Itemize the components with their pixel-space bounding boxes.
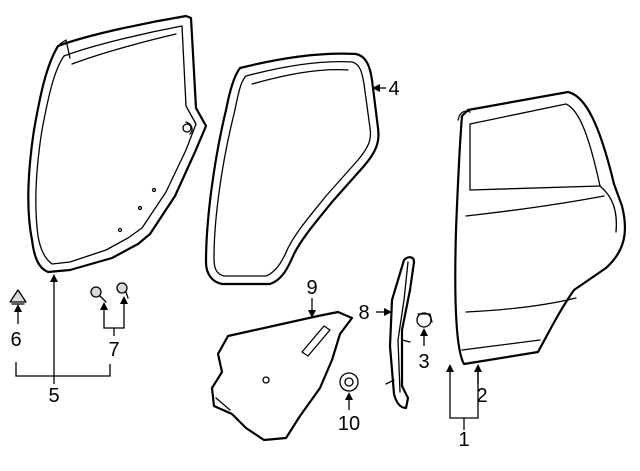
- part-4-door-weatherstrip: [204, 52, 380, 286]
- callout-8: 8: [358, 302, 369, 324]
- part-7-fasteners: [90, 282, 129, 303]
- part-8-guide: [385, 256, 416, 410]
- part-6-clip: [9, 289, 27, 305]
- part-1-door-assembly: [454, 90, 627, 366]
- leader-lines: [14, 84, 482, 430]
- part-9-panel: [210, 310, 354, 442]
- callout-2: 2: [476, 385, 487, 407]
- callout-4: 4: [388, 78, 399, 100]
- callout-3: 3: [418, 351, 429, 373]
- part-3-plug: [416, 312, 433, 328]
- part-10-grommet: [339, 372, 359, 392]
- callout-1: 1: [458, 429, 469, 451]
- callout-6: 6: [10, 329, 21, 351]
- callout-9: 9: [306, 277, 317, 299]
- callout-labels: 1 2 3 4 5 6 7 8 9 10: [10, 78, 487, 451]
- callout-5: 5: [48, 385, 59, 407]
- callout-10: 10: [338, 413, 360, 435]
- part-5-opening-weatherstrip: [27, 14, 208, 274]
- callout-7: 7: [108, 339, 119, 361]
